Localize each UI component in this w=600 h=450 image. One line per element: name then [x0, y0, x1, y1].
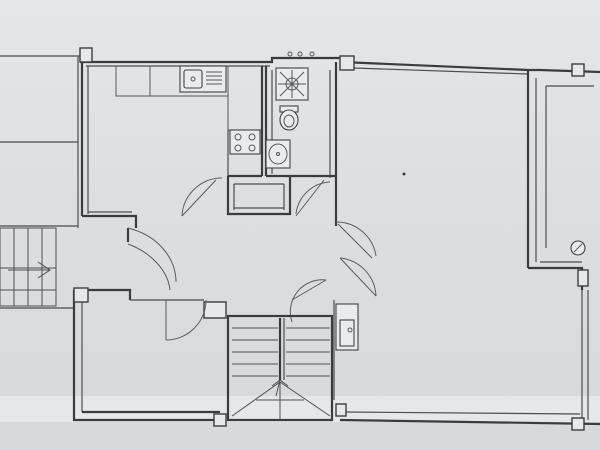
door-swing-icon — [127, 177, 377, 341]
toilet-icon — [279, 105, 299, 131]
right-column-detail — [570, 240, 589, 420]
cooktop-icon — [229, 129, 261, 155]
staircase-icon — [226, 314, 334, 422]
central-hall — [126, 176, 338, 301]
bathroom — [264, 51, 338, 220]
left-exterior-strip — [0, 55, 80, 309]
staircase-icon — [0, 227, 57, 307]
kitchen-sink-icon — [179, 65, 227, 93]
shower-icon — [275, 67, 309, 101]
washbasin-icon — [265, 139, 291, 169]
reference-dot — [402, 172, 406, 176]
outer-walls — [72, 56, 600, 426]
structural-columns — [73, 47, 585, 431]
utility-niche — [333, 300, 359, 400]
